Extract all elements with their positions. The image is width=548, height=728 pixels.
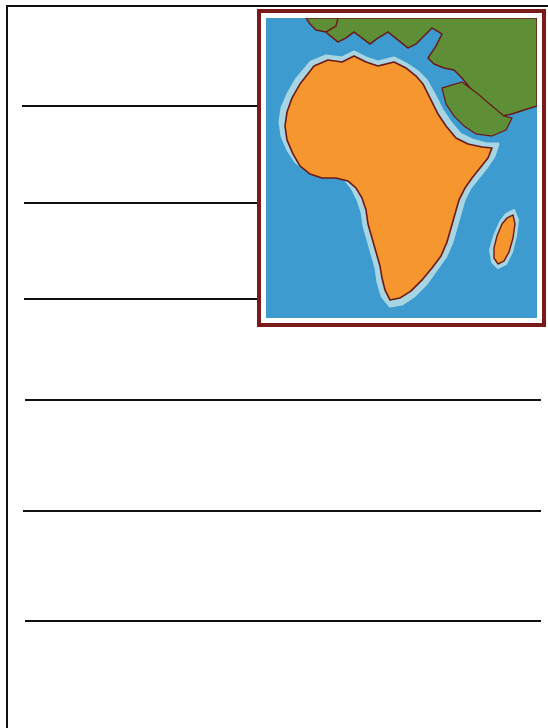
madagascar-island (493, 214, 516, 265)
africa-map-image (266, 18, 537, 318)
africa-continent (284, 55, 493, 301)
writing-line-5 (23, 510, 541, 512)
worksheet-page (6, 5, 548, 728)
africa-map-frame (257, 9, 546, 327)
europe-landmass (305, 18, 339, 33)
writing-line-4 (25, 399, 541, 401)
writing-line-1 (22, 105, 257, 107)
writing-line-2 (24, 202, 257, 204)
writing-line-6 (25, 620, 541, 622)
africa-map (266, 18, 537, 318)
writing-line-3 (24, 298, 257, 300)
arabian-peninsula (441, 81, 513, 137)
